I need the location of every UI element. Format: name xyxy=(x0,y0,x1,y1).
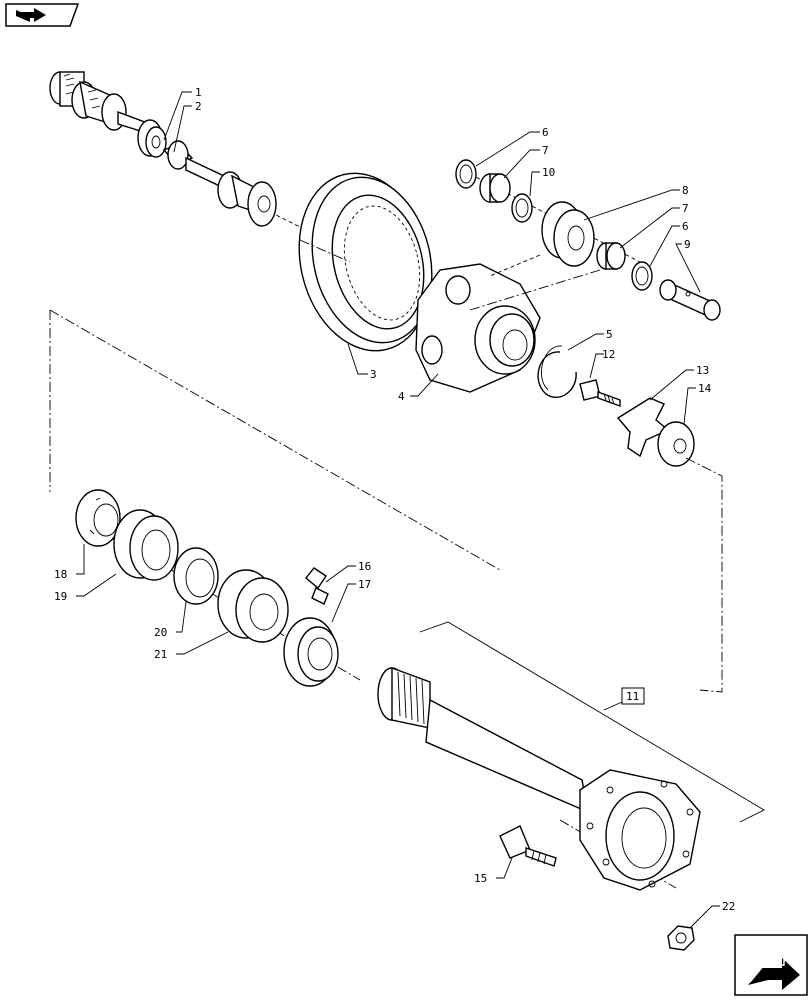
callout-labels: 1 2 3 4 5 6 7 10 8 7 6 9 12 13 14 16 17 … xyxy=(54,86,735,913)
nut-22 xyxy=(667,905,720,951)
callout-16: 16 xyxy=(358,560,371,573)
callout-7a: 7 xyxy=(542,144,549,157)
shaft-2 xyxy=(162,140,277,227)
seal-17 xyxy=(283,617,339,687)
callout-13: 13 xyxy=(696,364,709,377)
book-arrow-icon[interactable] xyxy=(5,3,80,27)
callout-6b: 6 xyxy=(682,220,689,233)
callout-9: 9 xyxy=(684,238,691,251)
planet-carrier xyxy=(410,254,541,397)
spacer-10 xyxy=(511,193,533,223)
callout-10: 10 xyxy=(542,166,555,179)
callout-3: 3 xyxy=(370,368,377,381)
callout-14: 14 xyxy=(698,382,712,395)
callout-6a: 6 xyxy=(542,126,549,139)
callout-1: 1 xyxy=(195,86,202,99)
spacer-ring-20 xyxy=(173,547,219,605)
thrust-washer-lower xyxy=(631,261,653,291)
bearing-21 xyxy=(217,569,289,643)
axle-shaft-11 xyxy=(377,621,765,891)
callout-12: 12 xyxy=(602,348,615,361)
wheel-stud-15 xyxy=(496,825,557,879)
callout-20: 20 xyxy=(154,626,167,639)
spline-shaft-left xyxy=(49,71,151,135)
callout-22: 22 xyxy=(722,900,735,913)
needle-bearing-lower xyxy=(596,242,626,270)
bearing-stack xyxy=(75,489,356,687)
needle-bearing-upper xyxy=(479,173,511,203)
retaining-parts xyxy=(537,333,696,467)
next-page-arrow-icon[interactable] xyxy=(734,934,808,996)
callout-17: 17 xyxy=(358,578,371,591)
ring-gear xyxy=(298,172,433,375)
grease-fitting-16 xyxy=(305,567,329,605)
callout-2: 2 xyxy=(195,100,202,113)
thrust-washer-upper xyxy=(455,159,477,189)
lock-nut-18 xyxy=(75,489,121,547)
callout-4: 4 xyxy=(398,390,405,403)
washer-14 xyxy=(657,421,695,467)
callout-15: 15 xyxy=(474,872,487,885)
bolt-12 xyxy=(579,379,621,407)
planet-gear-stack xyxy=(455,131,721,321)
callout-11: 11 xyxy=(626,690,639,703)
lock-washer-13 xyxy=(616,397,670,458)
callout-21: 21 xyxy=(154,648,167,661)
callout-box-11 xyxy=(621,687,645,705)
callout-8: 8 xyxy=(682,184,689,197)
planet-pin-9 xyxy=(659,279,721,321)
input-shaft-assembly xyxy=(49,71,331,243)
planet-gear-8 xyxy=(541,201,595,267)
callout-5: 5 xyxy=(606,328,613,341)
pinion-gear-1 xyxy=(137,119,167,158)
bearing-19 xyxy=(113,509,179,581)
callout-18: 18 xyxy=(54,568,67,581)
callout-7b: 7 xyxy=(682,202,689,215)
callout-19: 19 xyxy=(54,590,67,603)
